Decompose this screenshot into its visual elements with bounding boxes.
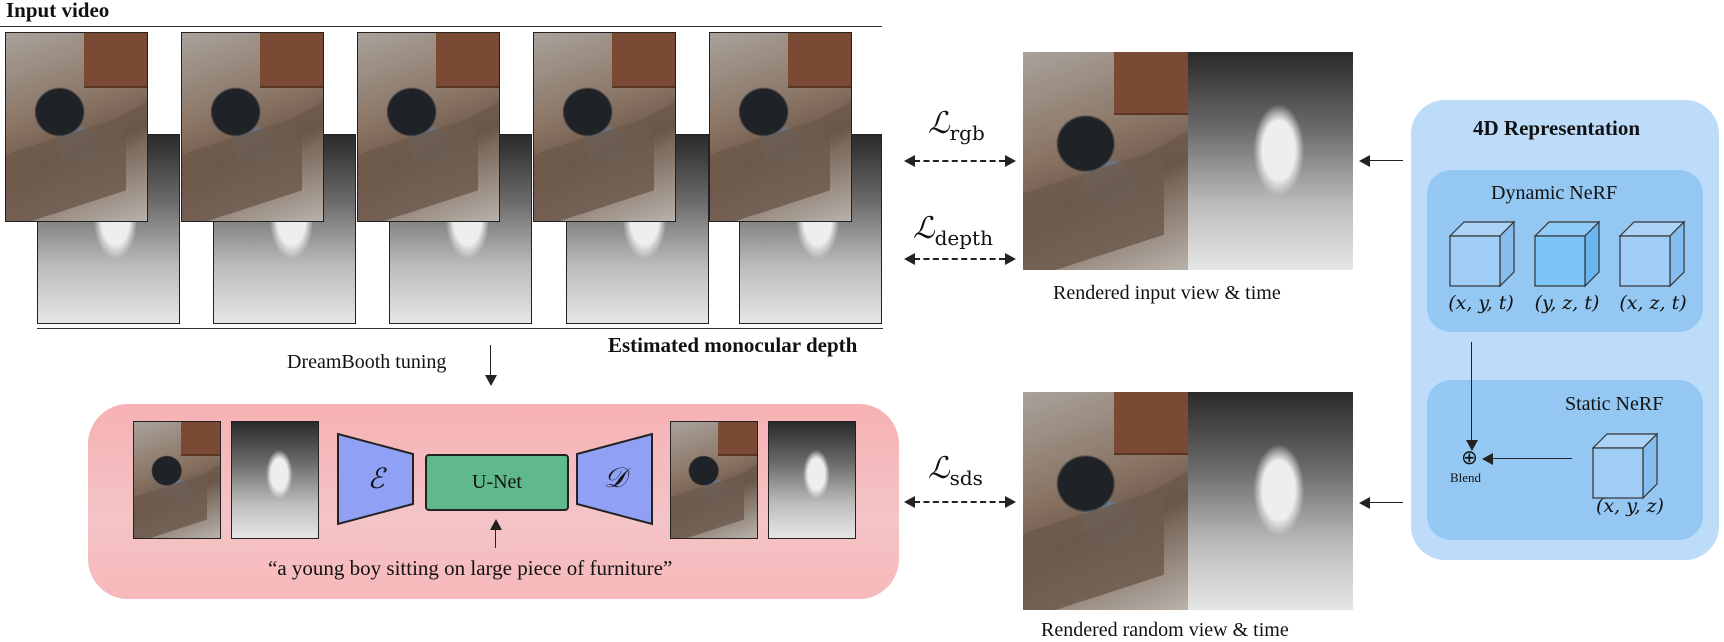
- video-frame-1: [5, 32, 148, 222]
- panel-image-left: [133, 421, 221, 539]
- panel-depth-left: [231, 421, 319, 539]
- representation-title: 4D Representation: [1473, 116, 1641, 140]
- plane-cube-xyt-icon: [1448, 220, 1516, 288]
- plane-cube-yzt-icon: [1533, 220, 1601, 288]
- plane-cube-xzt-icon: [1618, 220, 1686, 288]
- static-coord: (x, y, z): [1596, 495, 1664, 517]
- rendered-random-caption: Rendered random view & time: [1041, 619, 1289, 641]
- video-frame-3: [357, 32, 500, 222]
- plane-coord-xyt: (x, y, t): [1448, 292, 1514, 314]
- dreambooth-label: DreamBooth tuning: [287, 351, 447, 373]
- loss-depth-arrow-right: [1005, 253, 1016, 265]
- render-input-arrow-line: [1369, 160, 1403, 161]
- input-video-rule: [0, 26, 882, 27]
- plane-coord-yzt: (y, z, t): [1534, 292, 1600, 314]
- loss-rgb-arrow-left: [904, 155, 915, 167]
- blend-label: Blend: [1450, 470, 1482, 485]
- loss-depth-arrow-left: [904, 253, 915, 265]
- video-frame-4: [533, 32, 676, 222]
- rendered-random-depth: [1188, 392, 1353, 610]
- blend-symbol-icon: ⊕: [1461, 445, 1478, 469]
- rendered-input-depth: [1188, 52, 1353, 270]
- static-to-blend-line: [1492, 458, 1572, 459]
- dynamic-nerf-title: Dynamic NeRF: [1491, 182, 1618, 204]
- prompt-text: “a young boy sitting on large piece of f…: [268, 556, 673, 580]
- render-input-arrow-head: [1359, 155, 1370, 167]
- rendered-input-caption: Rendered input view & time: [1053, 282, 1281, 304]
- input-video-title: Input video: [6, 0, 110, 22]
- prompt-arrow-line: [495, 528, 496, 548]
- depth-rule: [37, 328, 883, 329]
- video-frame-2: [181, 32, 324, 222]
- static-cube-icon: [1591, 432, 1659, 500]
- loss-rgb-arrow-line: [914, 160, 1005, 162]
- panel-depth-right: [768, 421, 856, 539]
- dynamic-to-blend-line: [1471, 342, 1472, 442]
- loss-sds-arrow-right: [1005, 496, 1016, 508]
- static-to-blend-arrow-head: [1482, 453, 1493, 465]
- decoder-block: [576, 432, 653, 526]
- unet-block: U-Net: [425, 454, 569, 511]
- loss-sds-arrow-line: [914, 501, 1005, 503]
- loss-depth-arrow-line: [914, 258, 1005, 260]
- loss-sds: ℒsds: [928, 451, 983, 490]
- plane-coord-xzt: (x, z, t): [1619, 292, 1687, 314]
- depth-section-title: Estimated monocular depth: [608, 333, 858, 357]
- render-random-arrow-head: [1359, 497, 1370, 509]
- loss-rgb-arrow-right: [1005, 155, 1016, 167]
- render-random-arrow-line: [1369, 502, 1403, 503]
- loss-depth: ℒdepth: [913, 211, 993, 250]
- static-nerf-title: Static NeRF: [1565, 393, 1664, 415]
- rendered-input-rgb: [1023, 52, 1188, 270]
- panel-image-right: [670, 421, 758, 539]
- encoder-symbol: ℰ: [367, 464, 385, 495]
- loss-rgb: ℒrgb: [928, 106, 985, 145]
- video-frame-5: [709, 32, 852, 222]
- dynamic-to-blend-arrow-head: [1466, 440, 1478, 451]
- rendered-random-rgb: [1023, 392, 1188, 610]
- dreambooth-arrow-line: [490, 345, 491, 375]
- decoder-symbol: 𝒟: [603, 463, 627, 494]
- dreambooth-arrow-head: [485, 375, 497, 386]
- prompt-arrow-head: [490, 519, 502, 530]
- loss-sds-arrow-left: [904, 496, 915, 508]
- encoder-block: [337, 432, 414, 526]
